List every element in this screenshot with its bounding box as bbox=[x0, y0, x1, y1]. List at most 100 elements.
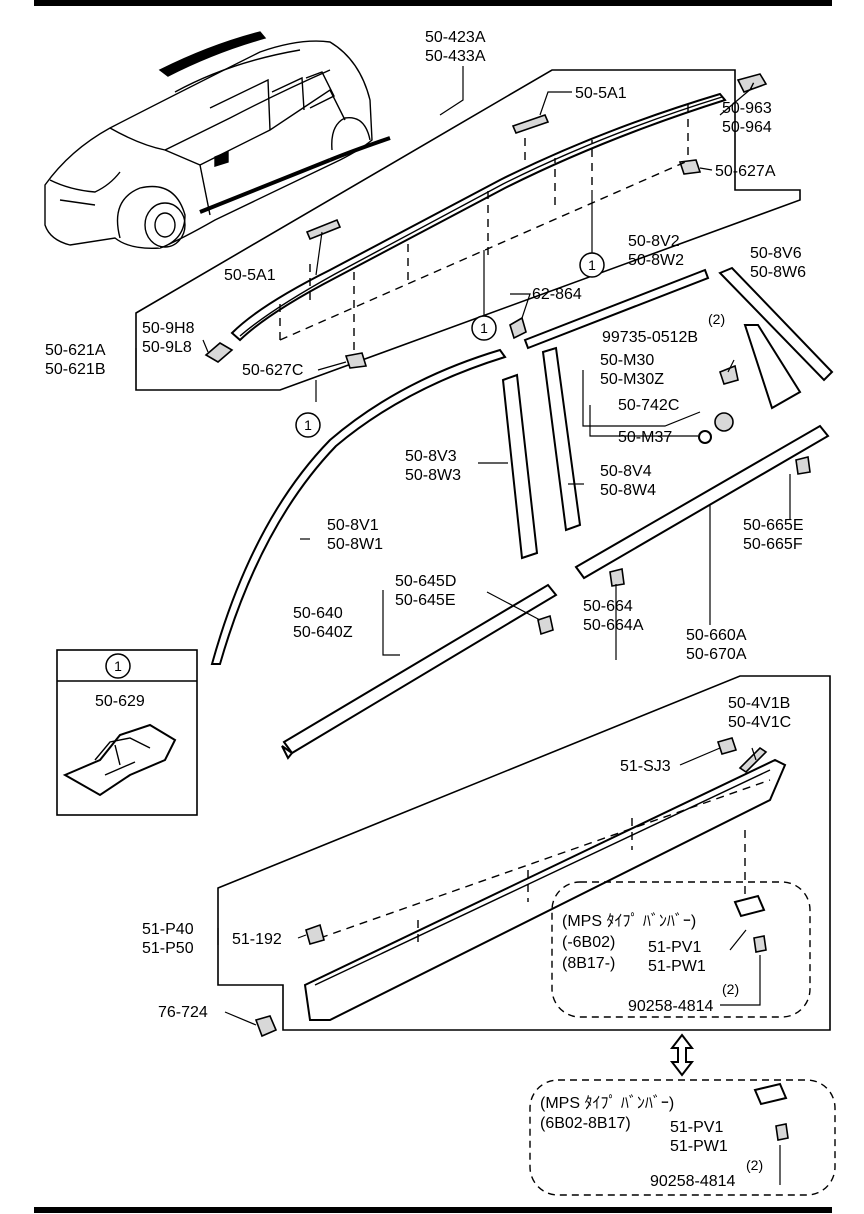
label-50-742C: 50-742C bbox=[618, 397, 679, 414]
ref-circle-b: 1 bbox=[471, 315, 497, 341]
label-mps-lower-2: (6B02-8B17) bbox=[540, 1115, 631, 1132]
label-50-665E: 50-665E bbox=[743, 517, 804, 534]
belt-mouldings bbox=[281, 424, 830, 760]
ref-circle-inset: 1 bbox=[105, 653, 131, 679]
label-qty-2-a: (2) bbox=[708, 311, 725, 327]
bracket-PV1-a bbox=[733, 894, 766, 918]
label-50-8W2: 50-8W2 bbox=[628, 252, 684, 269]
strip-8V1 bbox=[210, 348, 507, 665]
label-62-864: 62-864 bbox=[532, 286, 582, 303]
label-50-670A: 50-670A bbox=[686, 646, 747, 663]
rail-clip-627C bbox=[344, 352, 368, 369]
roof-rail-inner-line bbox=[239, 96, 723, 337]
strip-62-864 bbox=[509, 316, 527, 340]
label-50-664: 50-664 bbox=[583, 598, 633, 615]
label-qty-2-b: (2) bbox=[722, 981, 739, 997]
side-sill-top-edge bbox=[314, 769, 771, 986]
label-mps-lower-1: (MPS ﾀｲﾌﾟ ﾊﾞﾝﾊﾞｰ) bbox=[540, 1094, 674, 1112]
svg-text:1: 1 bbox=[480, 320, 488, 336]
clip-50-629-detail bbox=[94, 737, 151, 776]
garnish-8V4 bbox=[541, 346, 582, 532]
side-sill-moulding bbox=[303, 758, 787, 1021]
label-50-8V6: 50-8V6 bbox=[750, 245, 802, 262]
label-50-8W6: 50-8W6 bbox=[750, 264, 806, 281]
car-illustration bbox=[44, 31, 391, 249]
label-50-8W1: 50-8W1 bbox=[327, 536, 383, 553]
pillar-garnishes bbox=[210, 266, 834, 665]
label-50-8V2: 50-8V2 bbox=[628, 233, 680, 250]
clip-76-724 bbox=[254, 1015, 278, 1038]
label-50-621A: 50-621A bbox=[45, 342, 106, 359]
ref-circle-a: 1 bbox=[295, 412, 321, 438]
side-sill-frame bbox=[217, 675, 831, 1031]
label-50-621B: 50-621B bbox=[45, 361, 106, 378]
clip-51-192 bbox=[305, 923, 325, 945]
label-51-PW1-a: 51-PW1 bbox=[648, 958, 706, 975]
label-50-8V3: 50-8V3 bbox=[405, 448, 457, 465]
label-mps-upper-2: (-6B02) bbox=[562, 934, 615, 951]
label-50-M30: 50-M30 bbox=[600, 352, 654, 369]
double-arrow bbox=[669, 1033, 695, 1077]
mps-box-lower bbox=[529, 1079, 836, 1196]
label-51-PW1-b: 51-PW1 bbox=[670, 1138, 728, 1155]
leader-lines bbox=[135, 66, 791, 1185]
label-50-4V1B: 50-4V1B bbox=[728, 695, 790, 712]
label-50-433A: 50-433A bbox=[425, 48, 486, 65]
rail-end-clip-left bbox=[204, 342, 234, 363]
garnish-8V6 bbox=[718, 266, 834, 382]
label-50-5A1-top: 50-5A1 bbox=[575, 85, 627, 102]
clip-664 bbox=[609, 568, 625, 587]
garnish-8V2 bbox=[523, 268, 710, 350]
label-50-M37: 50-M37 bbox=[618, 429, 672, 446]
garnish-triangle bbox=[743, 324, 802, 410]
label-50-664A: 50-664A bbox=[583, 617, 644, 634]
label-51-PV1-b: 51-PV1 bbox=[670, 1119, 723, 1136]
side-sill-group bbox=[217, 675, 831, 1031]
bracket-PV1-b bbox=[753, 1082, 788, 1106]
label-50-9L8: 50-9L8 bbox=[142, 339, 192, 356]
label-50-4V1C: 50-4V1C bbox=[728, 714, 791, 731]
top-border-rule bbox=[34, 0, 832, 6]
moulding-640-lower bbox=[281, 745, 294, 760]
rail-clip-627A bbox=[678, 159, 702, 175]
label-50-9H8: 50-9H8 bbox=[142, 320, 195, 337]
label-51-P40: 51-P40 bbox=[142, 921, 194, 938]
part-labels: 50-423A 50-433A 50-5A1 50-963 50-964 50-… bbox=[45, 29, 806, 1190]
label-51-P50: 51-P50 bbox=[142, 940, 194, 957]
label-50-8W3: 50-8W3 bbox=[405, 467, 461, 484]
garnish-8V3 bbox=[501, 373, 539, 560]
bottom-border-rule bbox=[34, 1207, 832, 1213]
sill-dash-lines bbox=[319, 779, 771, 945]
clip-51-SJ3 bbox=[716, 737, 738, 755]
roof-rail-group-frame bbox=[135, 69, 801, 391]
nut-742C bbox=[714, 412, 734, 432]
label-50-660A: 50-660A bbox=[686, 627, 747, 644]
label-50-964: 50-964 bbox=[722, 119, 772, 136]
svg-text:1: 1 bbox=[588, 257, 596, 273]
label-99735-0512B: 99735-0512B bbox=[602, 329, 698, 346]
screw-90258-a bbox=[753, 935, 767, 953]
label-50-629: 50-629 bbox=[95, 693, 145, 710]
label-50-627C: 50-627C bbox=[242, 362, 303, 379]
ref-circle-c: 1 bbox=[579, 252, 605, 278]
label-50-5A1-left: 50-5A1 bbox=[224, 267, 276, 284]
label-50-645E: 50-645E bbox=[395, 592, 456, 609]
moulding-640 bbox=[282, 583, 558, 755]
rail-clip-left bbox=[305, 218, 342, 241]
label-50-8V1: 50-8V1 bbox=[327, 517, 379, 534]
label-51-192: 51-192 bbox=[232, 931, 282, 948]
clip-50-629 bbox=[62, 723, 177, 797]
label-50-665F: 50-665F bbox=[743, 536, 803, 553]
roof-rail-moulding bbox=[230, 92, 727, 342]
label-50-M30Z: 50-M30Z bbox=[600, 371, 664, 388]
label-50-627A: 50-627A bbox=[715, 163, 776, 180]
svg-text:1: 1 bbox=[304, 417, 312, 433]
clip-4V1B bbox=[738, 746, 768, 774]
label-mps-upper-1: (MPS ﾀｲﾌﾟ ﾊﾞﾝﾊﾞｰ) bbox=[562, 912, 696, 930]
label-76-724: 76-724 bbox=[158, 1004, 208, 1021]
label-51-SJ3: 51-SJ3 bbox=[620, 758, 671, 775]
label-50-8W4: 50-8W4 bbox=[600, 482, 656, 499]
svg-text:1: 1 bbox=[114, 658, 122, 674]
screw-90258-b bbox=[775, 1123, 789, 1141]
